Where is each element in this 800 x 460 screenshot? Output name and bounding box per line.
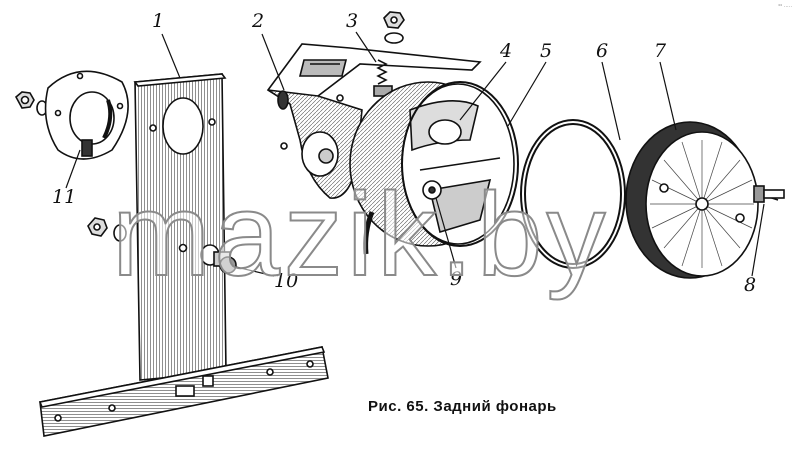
watermark: mazik.by <box>111 169 610 301</box>
part-2-angle-bracket <box>266 43 482 199</box>
part-10-bolt <box>200 244 237 274</box>
part-3-screw <box>373 11 405 97</box>
part-11-flange-ring <box>14 70 129 160</box>
part-4-lamp-housing <box>349 81 515 255</box>
callout-6: 6 <box>596 40 609 62</box>
part-1-mounting-plate <box>133 73 227 381</box>
figure-caption: Рис. 65. Задний фонарь <box>368 398 557 415</box>
callout-8: 8 <box>744 274 757 296</box>
callout-9: 9 <box>450 268 463 290</box>
part-8-screw <box>753 185 785 203</box>
callout-7: 7 <box>654 40 667 62</box>
callout-2: 2 <box>252 10 265 32</box>
part-5-rim <box>401 81 519 247</box>
callout-10: 10 <box>274 270 299 292</box>
part-lower-bar <box>38 346 329 437</box>
callout-1: 1 <box>152 10 165 32</box>
part-nut-washer-left <box>87 217 127 242</box>
callout-11: 11 <box>52 186 77 208</box>
part-7-lens <box>625 121 759 279</box>
corner-mark: °° ····· <box>778 4 792 10</box>
part-6-gasket <box>520 119 626 269</box>
callout-leaders <box>65 31 765 277</box>
callout-5: 5 <box>540 40 553 62</box>
callout-3: 3 <box>346 10 359 32</box>
callout-4: 4 <box>500 40 513 62</box>
